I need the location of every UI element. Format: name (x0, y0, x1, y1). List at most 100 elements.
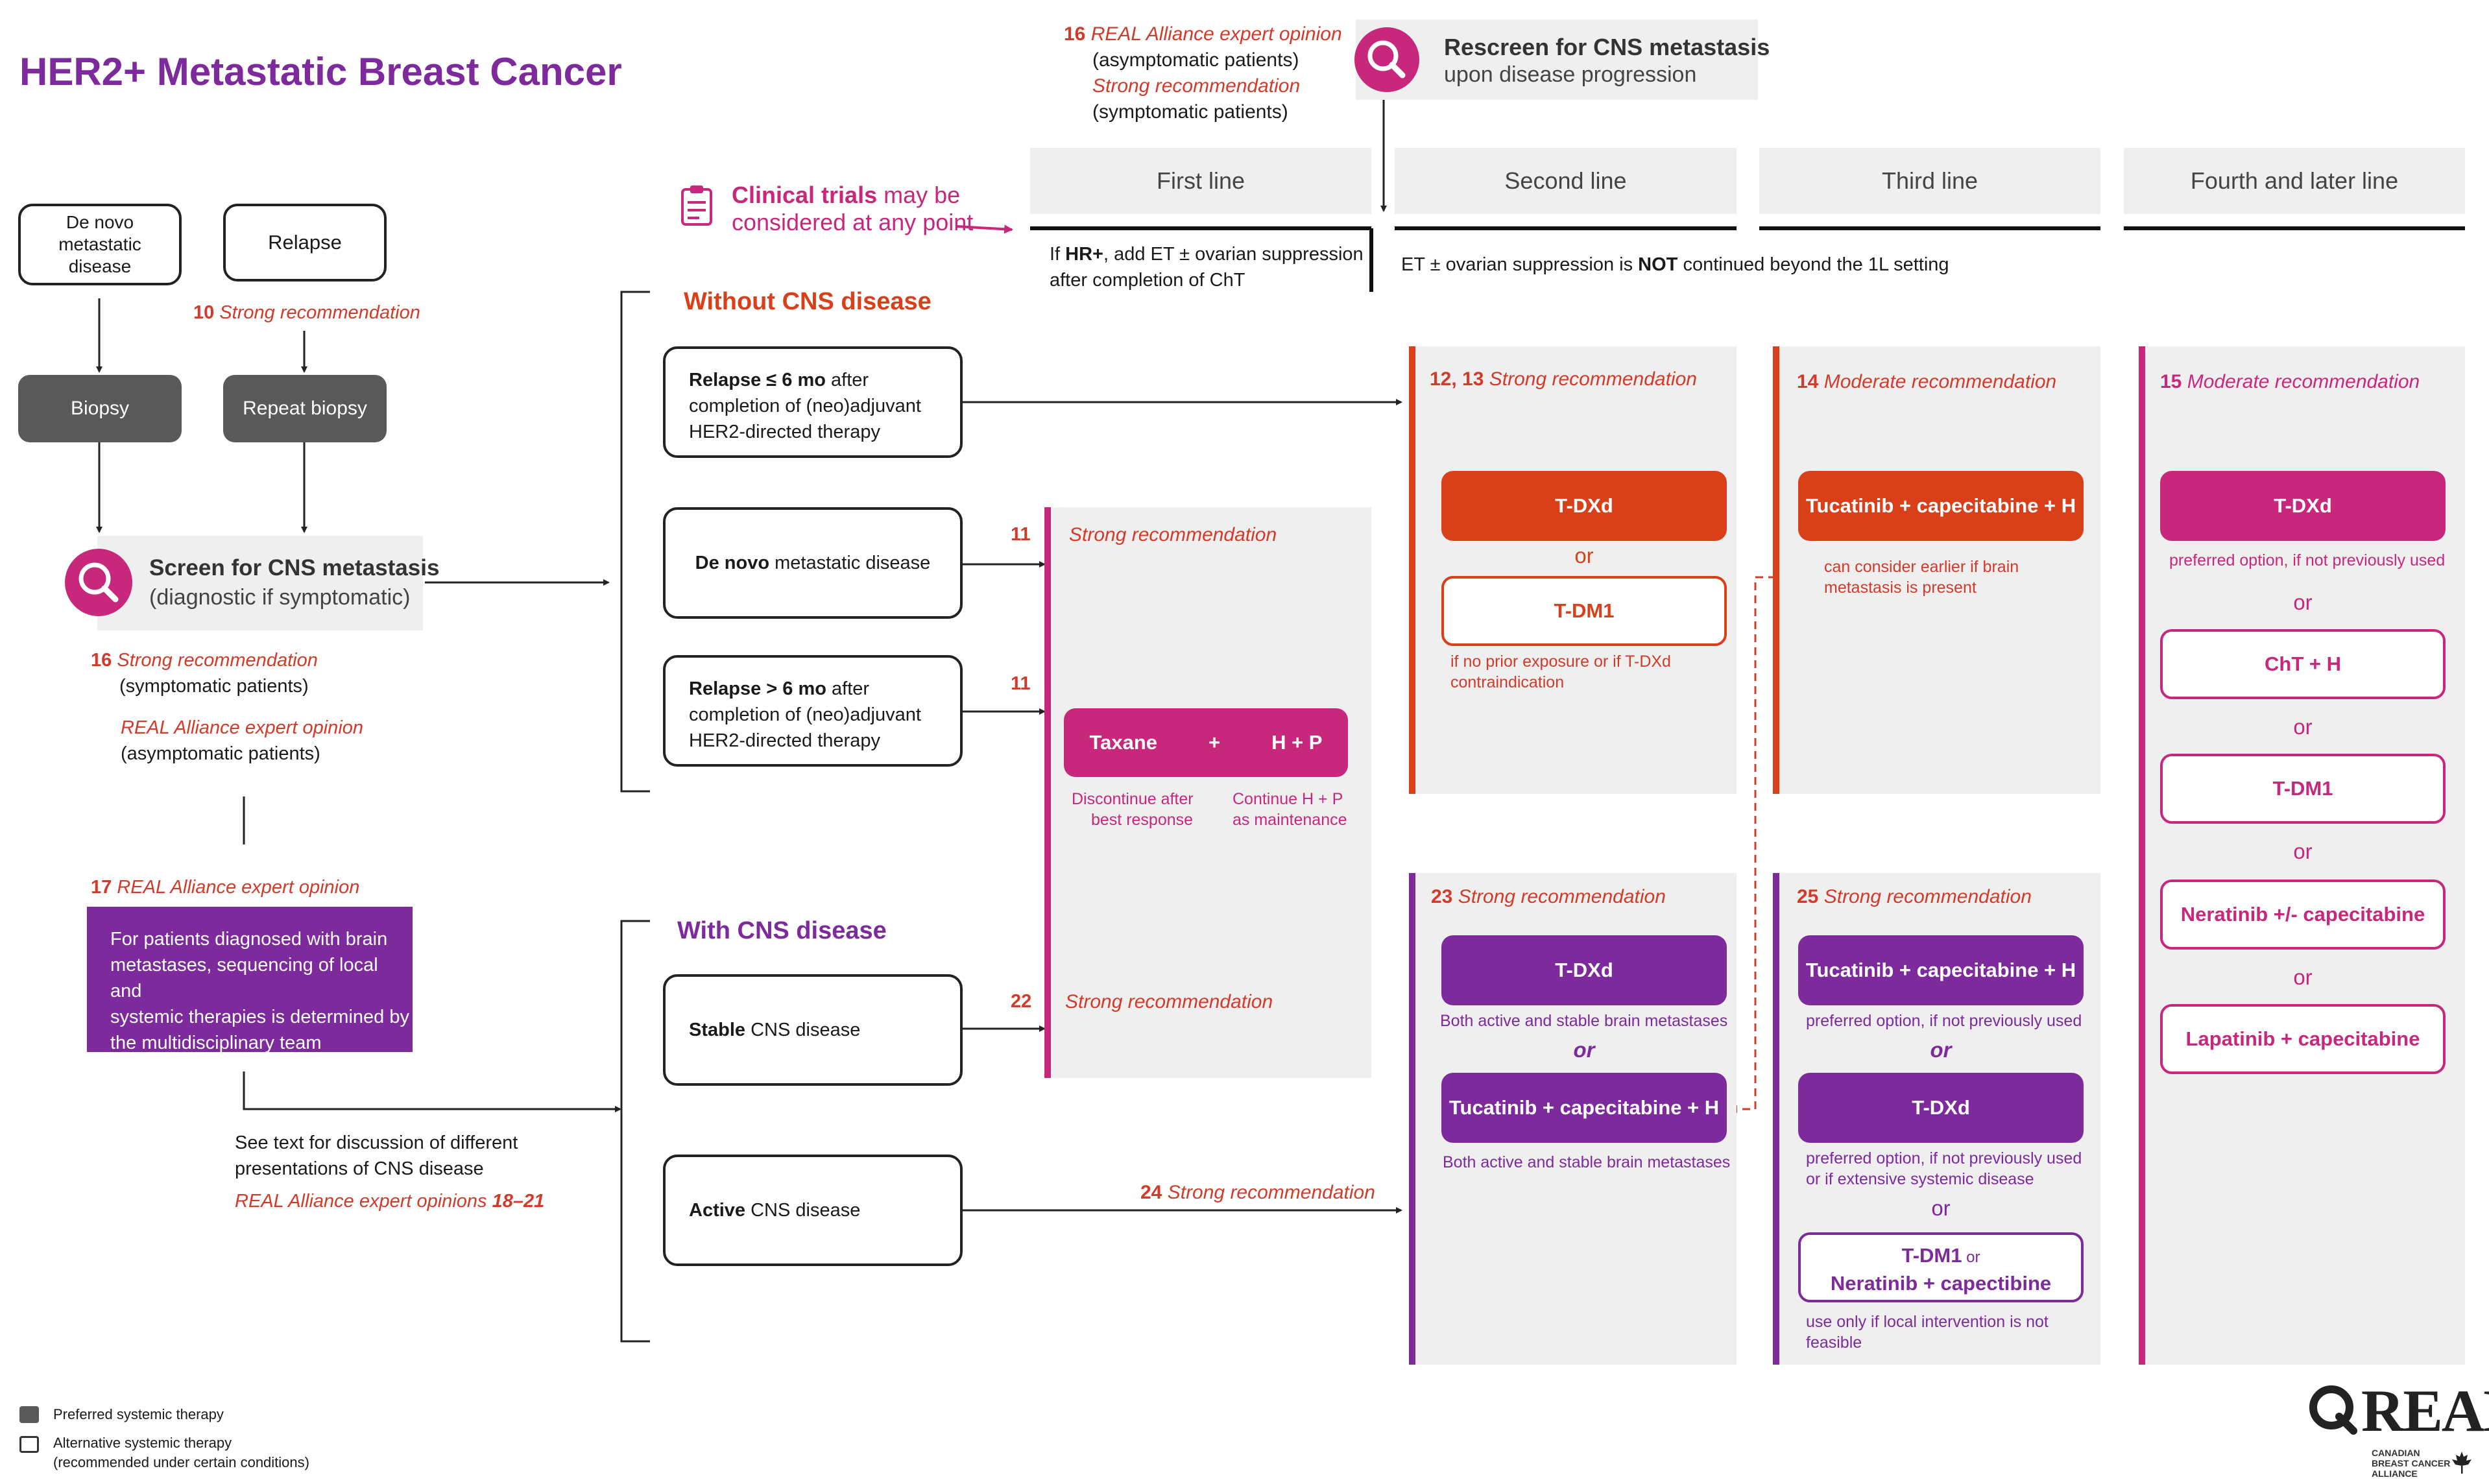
without-cns-heading: Without CNS disease (684, 288, 932, 315)
continue-note-2: as maintenance (1232, 811, 1347, 829)
real-logo-text: REAL (2361, 1378, 2489, 1444)
fourth-lapatinib: Lapatinib + capecitabine (2160, 1004, 2446, 1074)
second-cns-tucatinib: Tucatinib + capecitabine + H (1441, 1073, 1727, 1143)
legend-alternative: Alternative systemic therapy (53, 1435, 232, 1451)
second-cns-or: or (1573, 1038, 1595, 1062)
relapse-le-6mo-box: Relapse ≤ 6 mo after completion of (neo)… (663, 346, 963, 458)
legend-preferred-swatch (19, 1406, 39, 1423)
third-cns-tdxd-note: preferred option, if not previously used… (1806, 1149, 2082, 1188)
denovo-metastatic-box: De novo metastatic disease (663, 507, 963, 619)
third-cns-tucatinib-note: preferred option, if not previously used (1806, 1012, 2082, 1030)
fourth-cht-h: ChT + H (2160, 629, 2446, 699)
fourth-or-2: or (2293, 715, 2313, 739)
first-line-hr-note: If HR+, add ET ± ovarian suppression (1050, 244, 1364, 265)
see-text-1: See text for discussion of different (235, 1132, 518, 1153)
second-cns-tucatinib-note: Both active and stable brain metastases (1443, 1153, 1731, 1171)
taxane-hp-pill: Taxane+H + P (1064, 708, 1348, 777)
repeat-biopsy-box: Repeat biopsy (223, 375, 387, 442)
clipboard-icon (680, 184, 716, 227)
third-line-bar-top (1773, 346, 1779, 794)
relapse-box: Relapse (223, 204, 387, 281)
screen-title: Screen for CNS metastasis (149, 555, 440, 580)
fourth-or-4: or (2293, 965, 2313, 989)
clinical-trials-line2: considered at any point (732, 209, 974, 235)
first-line-bar (1044, 507, 1051, 1078)
screen-sub: (diagnostic if symptomatic) (149, 585, 411, 610)
third-cns-or-1: or (1930, 1038, 1952, 1062)
second-line-panel-top (1411, 346, 1737, 794)
continue-note-1: Continue H + P (1232, 790, 1343, 808)
with-cns-heading: With CNS disease (677, 917, 887, 944)
clinical-trials-line1: Clinical trials may be (732, 182, 961, 208)
first-line-rec: Strong recommendation (1069, 524, 1277, 545)
active-cns-box: Active CNS disease (663, 1155, 963, 1266)
screen-banner (97, 536, 423, 630)
second-or: or (1574, 544, 1594, 568)
discontinue-note-1: Discontinue after (1072, 790, 1194, 808)
fourth-line-bar (2139, 346, 2145, 1365)
fourth-neratinib: Neratinib +/- capecitabine (2160, 880, 2446, 950)
rec16-sub: (symptomatic patients) (119, 676, 309, 697)
first-line-panel (1046, 507, 1371, 1078)
top-note-opinion: 16 REAL Alliance expert opinion (1064, 23, 1342, 45)
fourth-tdxd-note: preferred option, if not previously used (2169, 551, 2446, 569)
third-cns-tucatinib: Tucatinib + capecitabine + H (1798, 935, 2084, 1005)
column-third-line: Third line (1759, 148, 2100, 214)
second-tdm1: T-DM1 (1441, 576, 1727, 646)
screen-search-icon (65, 549, 132, 616)
third-cns-tdxd: T-DXd (1798, 1073, 2084, 1143)
top-note-strong-sub: (symptomatic patients) (1092, 101, 1288, 123)
second-line-top-rec: 12, 13 Strong recommendation (1430, 368, 1697, 390)
num-22: 22 (1011, 991, 1032, 1012)
third-line-panel-top (1775, 346, 2100, 794)
rescreen-sub: upon disease progression (1444, 62, 1697, 87)
first-line-num-11a: 11 (1011, 524, 1031, 545)
column-fourth-line: Fourth and later line (2124, 148, 2465, 214)
rec10: 10 Strong recommendation (193, 302, 420, 323)
top-note-opinion-sub: (asymptomatic patients) (1092, 49, 1299, 71)
column-second-line: Second line (1395, 148, 1737, 214)
see-text-2: presentations of CNS disease (235, 1158, 484, 1179)
third-cns-or-2: or (1931, 1196, 1951, 1220)
first-line-num-11b: 11 (1011, 673, 1031, 694)
legend-alternative-sub: (recommended under certain conditions) (53, 1454, 309, 1470)
real-logo-mark (2307, 1383, 2359, 1435)
second-cns-tdxd: T-DXd (1441, 935, 1727, 1005)
relapse-gt-6mo-box: Relapse > 6 mo after completion of (neo)… (663, 655, 963, 767)
legend-preferred: Preferred systemic therapy (53, 1406, 224, 1422)
third-line-top-rec: 14 Moderate recommendation (1797, 371, 2057, 392)
third-line-bottom-rec: 25 Strong recommendation (1797, 886, 2032, 907)
fourth-tdm1: T-DM1 (2160, 754, 2446, 824)
second-line-bottom-rec: 23 Strong recommendation (1431, 886, 1666, 907)
rec16: 16 Strong recommendation (91, 650, 318, 671)
rescreen-title: Rescreen for CNS metastasis (1444, 34, 1770, 60)
biopsy-box: Biopsy (18, 375, 182, 442)
et-note: ET ± ovarian suppression is NOT continue… (1401, 254, 1949, 275)
rescreen-search-icon (1354, 27, 1419, 92)
maple-leaf-icon (2452, 1452, 2471, 1474)
fourth-line-rec: 15 Moderate recommendation (2160, 371, 2420, 392)
real-opinion-sub: (asymptomatic patients) (121, 743, 320, 764)
top-note-strong: Strong recommendation (1092, 75, 1301, 97)
first-line-hr-note-2: after completion of ChT (1050, 270, 1245, 291)
legend-alternative-swatch (19, 1436, 39, 1453)
third-line-bar-bottom (1773, 873, 1779, 1365)
column-first-line: First line (1030, 148, 1371, 214)
discontinue-note-2: best response (1091, 811, 1194, 829)
opinions-18-21: REAL Alliance expert opinions 18–21 (235, 1191, 545, 1212)
real-opinion: REAL Alliance expert opinion (121, 717, 364, 738)
fourth-or-3: or (2293, 839, 2313, 863)
page-title: HER2+ Metastatic Breast Cancer (19, 50, 622, 93)
fourth-or-1: or (2293, 590, 2313, 614)
second-line-bar-bottom (1409, 873, 1415, 1365)
second-tdxd: T-DXd (1441, 471, 1727, 541)
second-cns-tdxd-note: Both active and stable brain metastases (1440, 1012, 1728, 1030)
second-line-bar-top (1409, 346, 1415, 794)
